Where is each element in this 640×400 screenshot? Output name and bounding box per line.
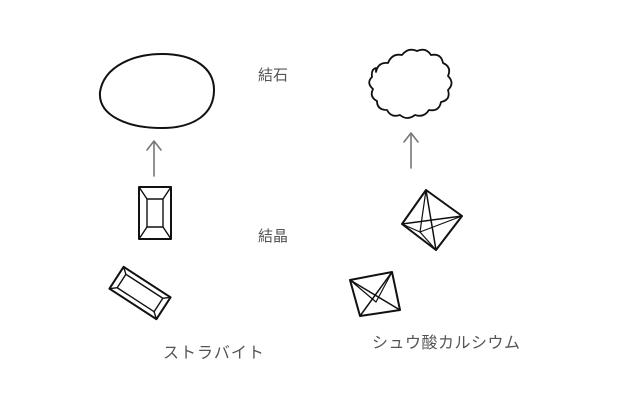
struvite-arrow-icon — [146, 140, 162, 177]
struvite-label: ストラバイト — [163, 343, 265, 362]
calcium-oxalate-label: シュウ酸カルシウム — [372, 333, 521, 352]
struvite-crystal-icon — [138, 186, 172, 240]
struvite-stone-icon — [98, 53, 215, 129]
oxalate-stone-icon — [368, 48, 453, 119]
struvite-crystal-tilted-icon — [108, 265, 172, 321]
stone-label: 結石 — [258, 66, 289, 84]
oxalate-crystal-icon — [401, 189, 463, 251]
oxalate-arrow-icon — [403, 132, 419, 169]
crystal-label: 結晶 — [258, 227, 289, 245]
oxalate-crystal-small-icon — [349, 271, 401, 317]
